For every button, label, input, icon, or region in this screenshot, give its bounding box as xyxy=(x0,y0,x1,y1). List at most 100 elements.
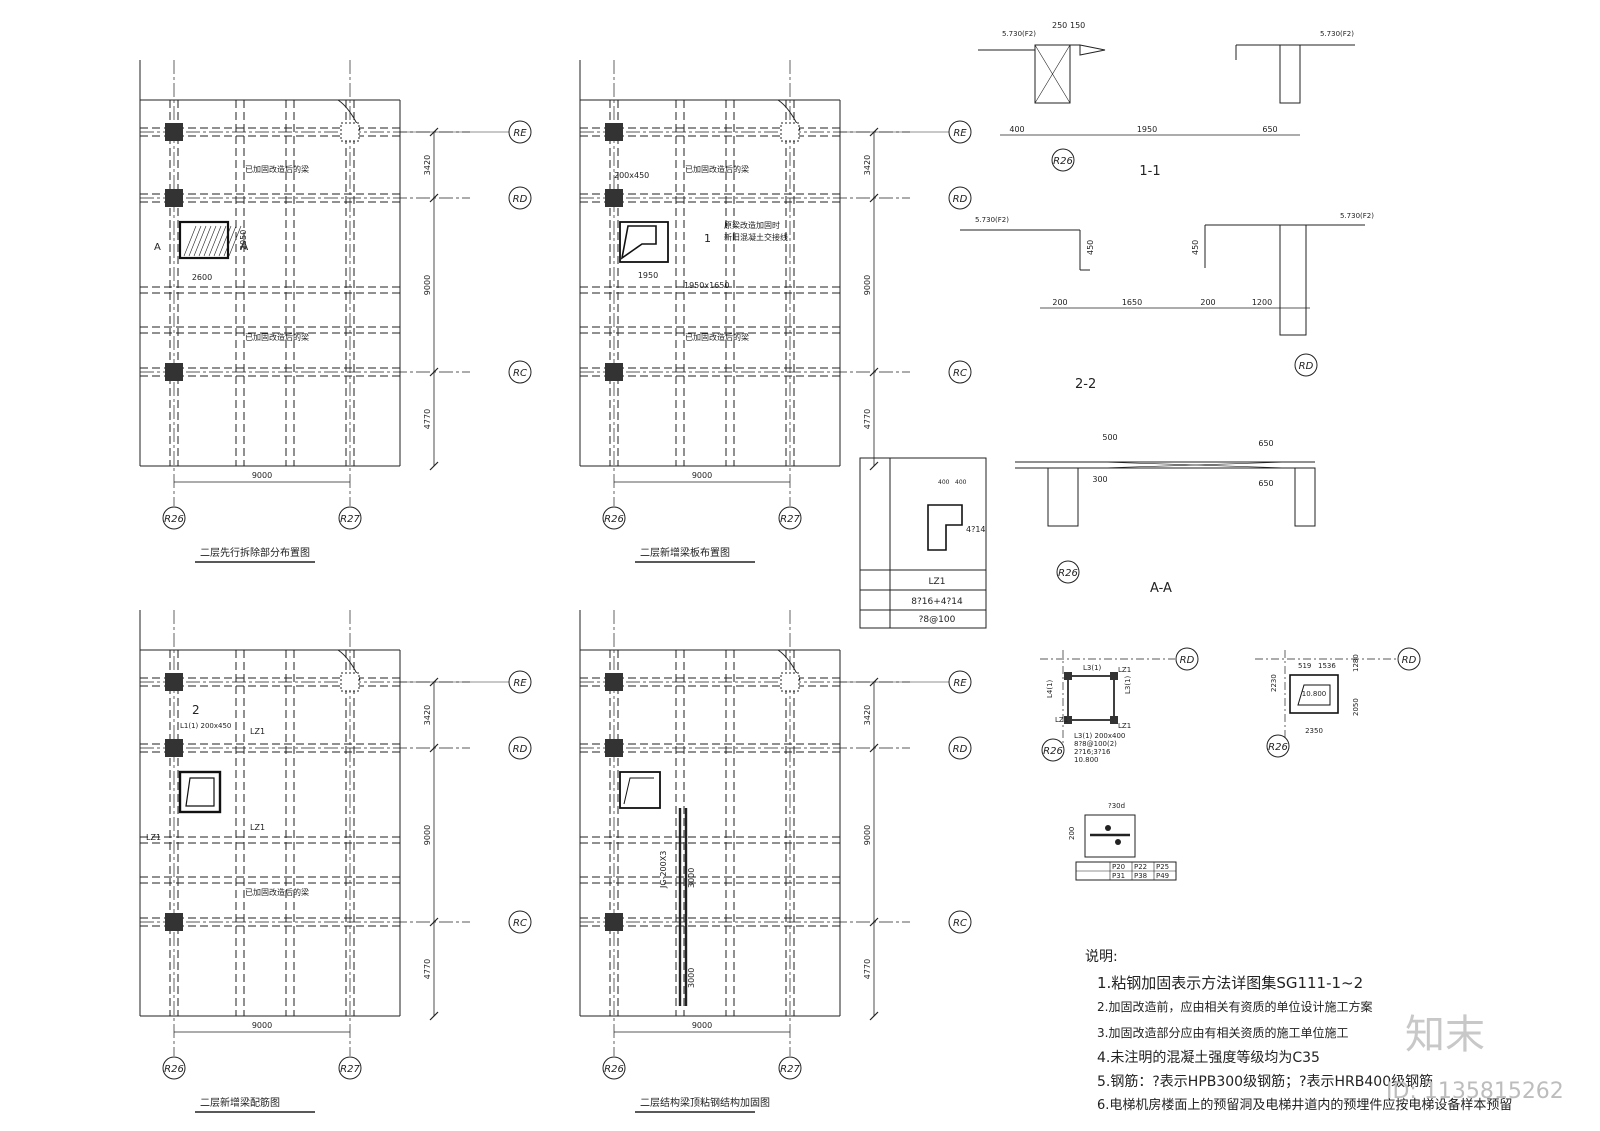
plan-note: 已加固改造后的梁 xyxy=(245,332,309,342)
beam-label: L4(1) xyxy=(1046,679,1054,698)
opening-frame xyxy=(178,770,222,814)
column xyxy=(165,673,183,691)
dim-tick xyxy=(869,677,879,687)
plan-note: 已加固改造后的梁 xyxy=(685,164,749,174)
beam-cross xyxy=(1034,44,1071,104)
slab-outline xyxy=(1297,684,1331,706)
col-dim: 400 xyxy=(955,479,967,486)
opening-frame xyxy=(619,221,669,263)
axis-r26-bubble-circle xyxy=(1056,560,1080,584)
dim-519: 519 xyxy=(1298,662,1311,670)
axis-rd-bubble-circle xyxy=(1175,647,1199,671)
lz1-label: LZ1 xyxy=(250,823,265,832)
new-beam-outline xyxy=(620,225,657,260)
dim-1200: 1200 xyxy=(1252,298,1272,307)
anchor-block xyxy=(1084,814,1136,858)
note-3: 3.加固改造部分应由有相关资质的施工单位施工 xyxy=(1097,1026,1349,1040)
dim-650: 650 xyxy=(1262,125,1277,134)
dim-1536: 1536 xyxy=(1318,662,1336,670)
hatch-line xyxy=(183,225,197,257)
dim-450: 450 xyxy=(1086,240,1095,255)
dim-1950: 1950 xyxy=(1137,125,1157,134)
dim-tick xyxy=(869,367,879,377)
axis-rc-bubble-circle xyxy=(948,910,972,934)
dim-9000: 9000 xyxy=(863,275,872,295)
hatch-line xyxy=(213,225,227,257)
section-mark-a: A xyxy=(240,239,249,253)
dim-3420: 3420 xyxy=(863,155,872,175)
dim-tick xyxy=(869,127,879,137)
dim-2050: 2050 xyxy=(1352,698,1360,716)
section-mark-a-left: A xyxy=(154,242,161,253)
dim-3000: 3000 xyxy=(687,968,696,988)
dim-tick xyxy=(429,461,439,471)
anchor-bolt xyxy=(1115,839,1121,845)
note-1: 1.粘钢加固表示方法详图集SG111-1~2 xyxy=(1097,974,1364,992)
plan-note: 原梁改造加固时 xyxy=(724,220,780,230)
bar-end xyxy=(1079,44,1106,56)
axis-rc-bubble: RC xyxy=(513,368,527,379)
column xyxy=(165,913,183,931)
beam-section xyxy=(1047,467,1079,527)
axis-rd-bubble: RD xyxy=(953,744,968,755)
axis-r26-bubble: R26 xyxy=(604,1064,624,1075)
section-title: 2-2 xyxy=(1075,377,1096,392)
column-outline xyxy=(340,672,360,692)
axis-re-bubble: RE xyxy=(953,678,967,689)
lz1-label: LZ1 xyxy=(1118,722,1131,730)
lz1-label: LZ1 xyxy=(146,833,161,842)
hatch-line xyxy=(208,225,222,257)
axis-r26-bubble-circle xyxy=(602,506,626,530)
beam-label: L3(1) xyxy=(1124,675,1132,694)
axis-re-bubble: RE xyxy=(953,128,967,139)
dim-650: 650 xyxy=(1258,479,1273,488)
dim-4770: 4770 xyxy=(863,959,872,979)
column xyxy=(165,189,183,207)
axis-rc-bubble-circle xyxy=(948,360,972,384)
axis-r26-bubble-circle xyxy=(162,506,186,530)
axis-rc-bubble-circle xyxy=(508,910,532,934)
dim-2230: 2230 xyxy=(1270,674,1278,692)
dim-tick xyxy=(429,743,439,753)
dim-2600: 2600 xyxy=(192,273,212,282)
dim-tick xyxy=(869,1011,879,1021)
note-6: 6.电梯机房楼面上的预留洞及电梯井道内的预埋件应按电梯设备样本预留 xyxy=(1097,1098,1513,1113)
dim-tick xyxy=(429,127,439,137)
axis-rc-bubble: RC xyxy=(953,368,967,379)
column xyxy=(605,913,623,931)
pit-frame xyxy=(1289,674,1339,714)
dim-width: 9000 xyxy=(252,471,272,480)
axis-rd-bubble: RD xyxy=(513,194,528,205)
level-label: 5.730(F2) xyxy=(1002,30,1036,38)
dim-tick xyxy=(869,743,879,753)
dim-250: 250 xyxy=(1052,21,1067,30)
column-stirrup: ?8@100 xyxy=(919,615,956,625)
dim-tick xyxy=(429,367,439,377)
opening-frame xyxy=(178,220,230,260)
beam-note: 2?16;3?16 xyxy=(1074,748,1111,756)
axis-rc-bubble-circle xyxy=(508,360,532,384)
column xyxy=(605,189,623,207)
opening-frame xyxy=(619,771,661,809)
plan-note: 已加固改造后的梁 xyxy=(685,332,749,342)
beam-label: L3(1) xyxy=(1083,664,1102,672)
dim-tick xyxy=(429,1011,439,1021)
anchor-cell: P20 xyxy=(1112,863,1125,871)
hatch-line xyxy=(223,225,237,257)
anchor-cell: P38 xyxy=(1134,872,1147,880)
dim-2350: 2350 xyxy=(1305,727,1323,735)
dim-300: 300 xyxy=(1092,475,1107,484)
hatch-line xyxy=(228,225,242,257)
axis-r26-bubble: R26 xyxy=(164,514,184,525)
dim-4770: 4770 xyxy=(423,409,432,429)
column-outline xyxy=(780,672,800,692)
section-mark-2: 2 xyxy=(192,703,200,717)
dim-1280: 1280 xyxy=(1352,654,1360,672)
